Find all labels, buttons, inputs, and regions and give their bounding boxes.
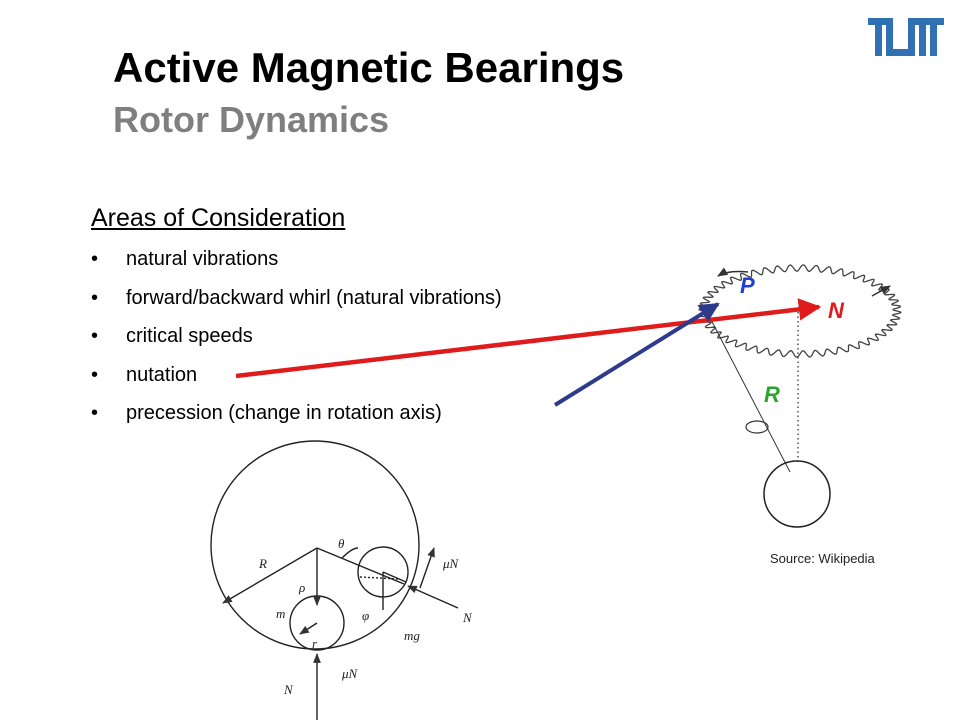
- theta-line: [316, 547, 405, 585]
- rotor-axis-line: [707, 313, 791, 473]
- section-heading: Areas of Consideration: [91, 204, 346, 232]
- label-p: P: [740, 273, 755, 298]
- earth-sphere: [763, 460, 831, 528]
- radius-line-R: [222, 547, 318, 604]
- label-r-small: r: [312, 636, 318, 651]
- list-item-label: nutation: [126, 363, 198, 386]
- friction-force-top: [419, 547, 435, 589]
- rolling-ball-diagram: [210, 440, 459, 720]
- bullet-glyph: •: [91, 286, 99, 309]
- page-subtitle: Rotor Dynamics: [113, 99, 390, 140]
- label-mu-n-top: μN: [442, 556, 460, 571]
- tum-logo: [868, 18, 944, 56]
- phi-line: [382, 571, 407, 583]
- list-item: • nutation: [91, 358, 502, 397]
- list-item: • forward/backward whirl (natural vibrati…: [91, 281, 502, 320]
- list-item: • natural vibrations: [91, 242, 502, 281]
- bullet-list: • natural vibrations • forward/backward wh…: [91, 242, 502, 435]
- label-R: R: [258, 556, 267, 571]
- label-mu-n-bottom: μN: [341, 666, 359, 681]
- label-n: N: [828, 298, 845, 323]
- spin-indicator: [745, 420, 769, 434]
- small-r-line: [299, 622, 318, 635]
- label-n-right: N: [462, 610, 473, 625]
- bullet-glyph: •: [91, 402, 99, 424]
- precession-diagram: P N R: [698, 264, 902, 528]
- nutation-pointer-arrow: [235, 298, 822, 379]
- list-item: • precession (change in rotation axis): [91, 396, 502, 435]
- list-item-label: critical speeds: [126, 325, 253, 347]
- bullet-glyph: •: [91, 363, 99, 386]
- rolling-ball-labels: θ R ρ m φ r μN N mg μN N: [258, 536, 473, 697]
- outer-ring: [210, 440, 420, 650]
- label-n-bottom: N: [283, 682, 294, 697]
- page-title: Active Magnetic Bearings: [113, 44, 625, 91]
- dotted-guide: [359, 576, 399, 580]
- list-item-label: natural vibrations: [126, 248, 279, 270]
- theta-arc: [341, 547, 359, 559]
- nutation-direction-arrow: [871, 285, 891, 297]
- list-item-label: precession (change in rotation axis): [126, 402, 442, 424]
- precession-direction-arrow: [717, 267, 749, 277]
- source-caption: Source: Wikipedia: [770, 551, 875, 566]
- label-phi: φ: [362, 608, 369, 623]
- label-r: R: [764, 382, 780, 407]
- label-m: m: [276, 606, 285, 621]
- bullet-glyph: •: [91, 248, 99, 270]
- normal-force-right: [407, 585, 459, 609]
- tum-logo-shapes: [868, 18, 944, 56]
- label-theta: θ: [338, 536, 345, 551]
- list-item-label: forward/backward whirl (natural vibratio…: [126, 286, 502, 309]
- label-mg: mg: [404, 628, 420, 643]
- list-item: • critical speeds: [91, 319, 502, 358]
- label-rho: ρ: [298, 580, 305, 595]
- bullet-glyph: •: [91, 325, 99, 347]
- precession-pointer-arrow: [553, 302, 720, 407]
